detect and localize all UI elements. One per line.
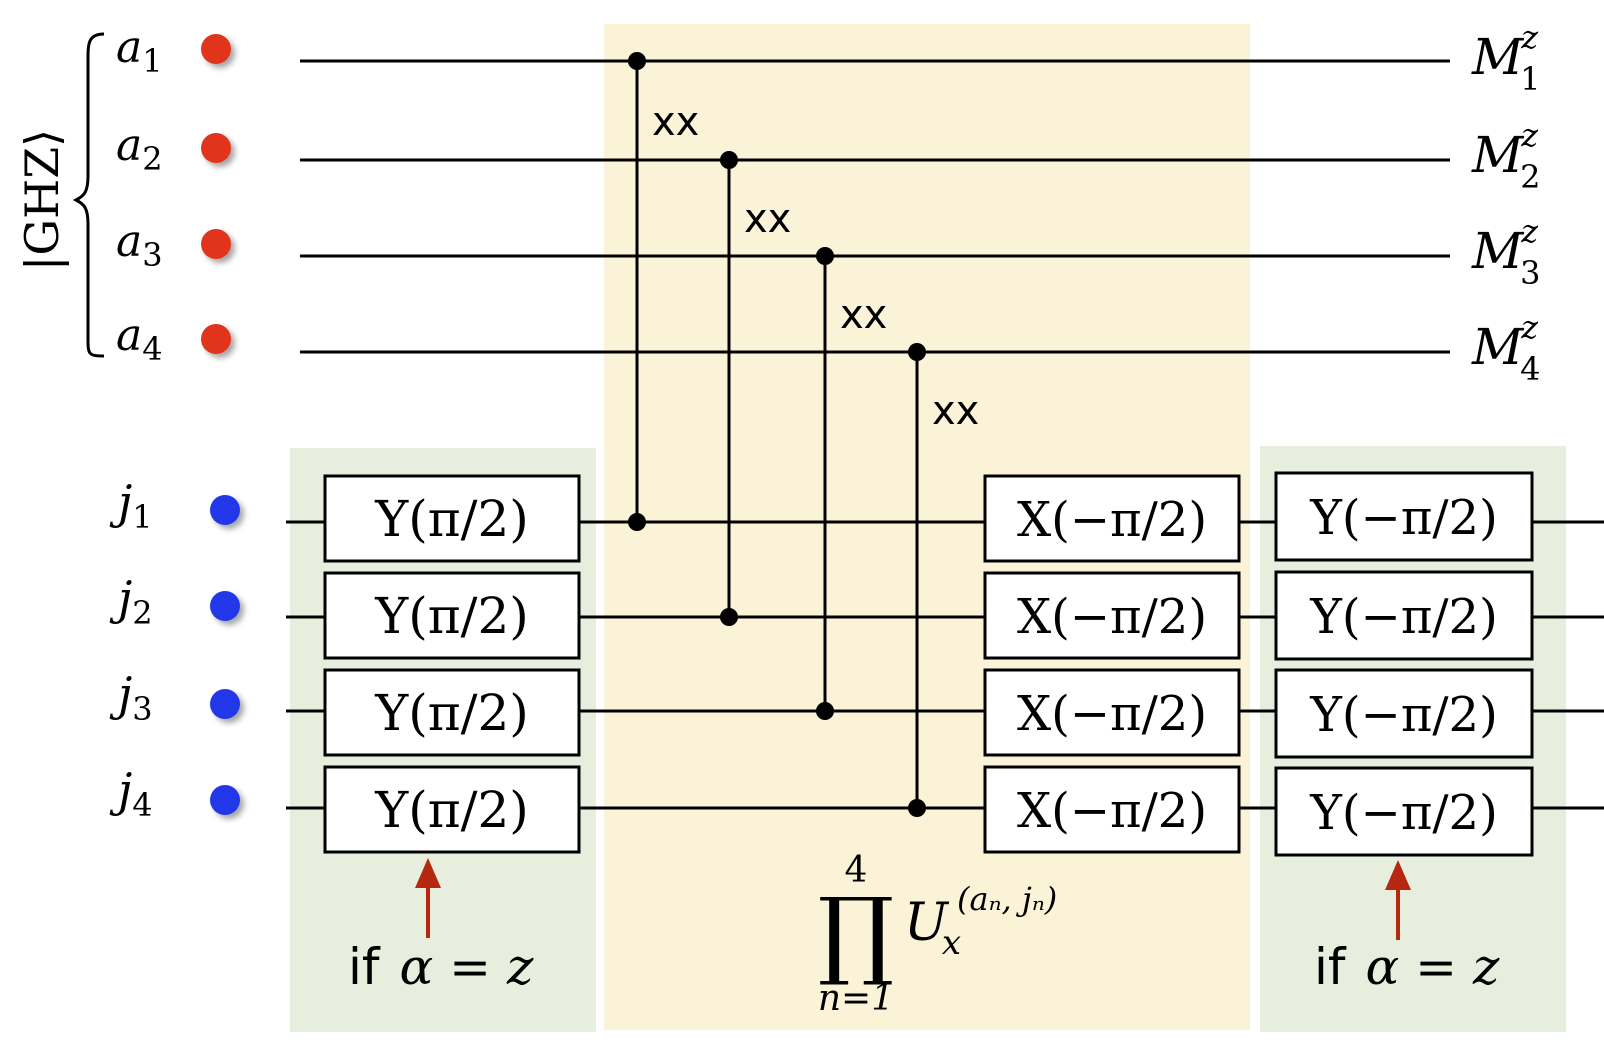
product-lower-limit: n=1 [818,978,894,1019]
control-dot [628,513,646,531]
left-gate-column: Y(π/2) Y(π/2) Y(π/2) Y(π/2) [323,474,581,854]
control-dots [628,52,926,817]
coupling-label-1: xx [652,99,699,145]
gate-label: Y(π/2) [374,781,529,839]
gate-box [323,571,581,660]
gate-label: Y(π/2) [374,490,529,548]
data-qubits: j1 j2 j3 j4 [109,475,240,824]
gate-label: X(−π/2) [1017,783,1207,839]
gate-label: Y(−π/2) [1309,490,1498,546]
data-label-2: j2 [109,571,153,632]
control-dot [628,52,646,70]
gate-label: X(−π/2) [1017,686,1207,742]
gate-box [323,668,581,757]
product-symbol: ∏ [818,877,894,989]
ghz-brace [72,32,105,358]
gate-label: X(−π/2) [1017,589,1207,645]
control-dot [908,343,926,361]
ancilla-dot-1 [201,34,231,64]
coupling-lines [635,61,919,808]
gate-box [983,668,1241,757]
data-label-1: j1 [109,475,153,536]
arrow-up-icon [1385,860,1411,890]
control-dot [720,151,738,169]
gate-box [1274,471,1534,562]
control-dot [720,608,738,626]
gate-box [983,474,1241,563]
control-dot [816,247,834,265]
control-dot [908,799,926,817]
coupling-label-2: xx [744,196,791,242]
ancilla-label-4: a4 [116,310,163,368]
condition-arrows [415,858,1411,940]
gate-label: X(−π/2) [1017,492,1207,548]
ghz-label: |GHZ⟩ [15,129,69,271]
product-upper-limit: 4 [845,850,868,891]
coupling-labels: xx xx xx xx [652,99,979,434]
data-dot-3 [210,689,240,719]
control-dot [816,702,834,720]
gate-box [323,474,581,563]
ancilla-qubits: a1 a2 a3 a4 [116,22,231,368]
gate-box [1274,570,1534,661]
gate-box [1274,766,1534,857]
gate-box [983,765,1241,854]
gate-label: Y(π/2) [374,587,529,645]
ancilla-wires [300,59,1450,354]
data-dot-4 [210,785,240,815]
coupling-label-3: xx [840,292,887,338]
ancilla-dot-2 [201,133,231,163]
ancilla-label-1: a1 [116,22,163,80]
coupling-label-4: xx [932,388,979,434]
right-gate-column: Y(−π/2) Y(−π/2) Y(−π/2) Y(−π/2) [1274,471,1534,857]
ancilla-dot-4 [201,324,231,354]
gate-label: Y(−π/2) [1309,785,1498,841]
ancilla-label-3: a3 [116,216,163,274]
product-operator: Ux(aₙ, jₙ) [904,880,1057,963]
data-label-4: j4 [109,763,153,824]
middle-gate-column: X(−π/2) X(−π/2) X(−π/2) X(−π/2) [983,474,1241,854]
gate-label: Y(−π/2) [1309,589,1498,645]
arrow-up-icon [415,858,441,888]
gate-box [983,571,1241,660]
ancilla-label-2: a2 [116,120,163,178]
gate-box [323,765,581,854]
gate-label: Y(−π/2) [1309,687,1498,743]
ancilla-dot-3 [201,229,231,259]
product-expression: 4 ∏ n=1 Ux(aₙ, jₙ) [818,850,1057,1019]
data-dot-1 [210,495,240,525]
data-dot-2 [210,591,240,621]
data-label-3: j3 [109,667,153,728]
gate-box [1274,668,1534,759]
gate-label: Y(π/2) [374,684,529,742]
